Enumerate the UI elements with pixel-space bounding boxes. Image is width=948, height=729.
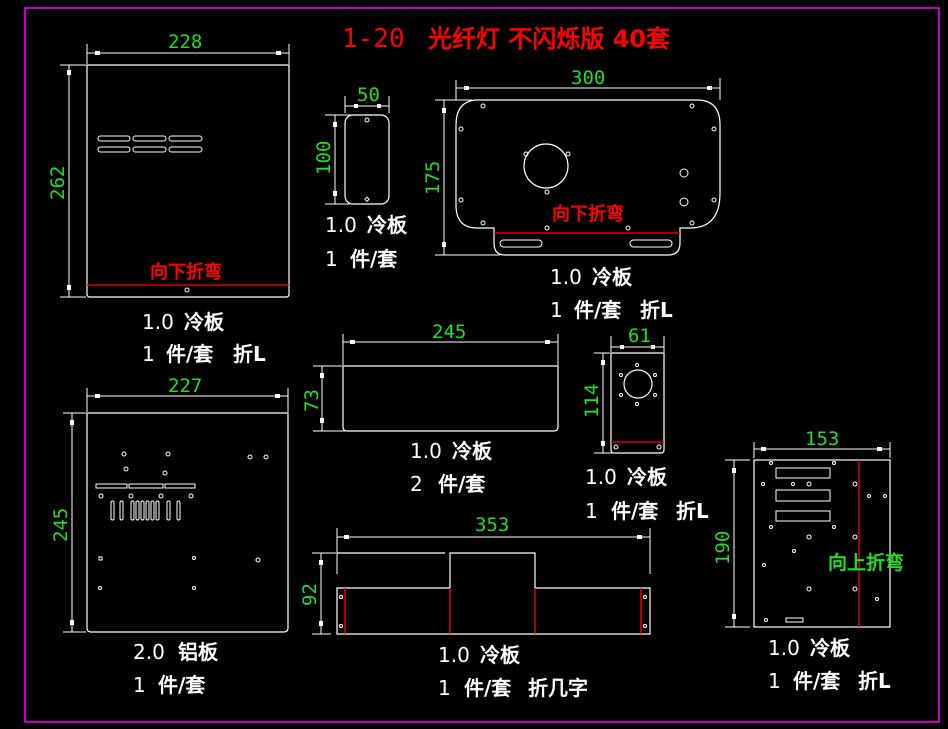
part-4-outline bbox=[86, 412, 289, 633]
part-1-bend-note: 向下折弯 bbox=[150, 261, 222, 283]
part-1-process: 折L bbox=[233, 342, 266, 366]
part-2-width-dim: 50 bbox=[357, 84, 380, 106]
part-1-qty: 1 bbox=[142, 342, 155, 366]
slot bbox=[775, 489, 831, 502]
part-2-unit: 件/套 bbox=[350, 247, 397, 271]
part-3-material: 冷板 bbox=[592, 265, 633, 289]
part-7-outline bbox=[336, 552, 651, 635]
part-1-material: 冷板 bbox=[184, 310, 225, 334]
part-4-qty: 1 bbox=[133, 673, 146, 697]
part-8: 153 190 向上折弯 1.0 冷板 1 件/套 折L bbox=[712, 428, 904, 693]
part-1-unit: 件/套 bbox=[166, 342, 213, 366]
part-3: 300 175 向下折弯 1.0 冷板 1 件/套 折L bbox=[422, 67, 721, 322]
part-6-process: 折L bbox=[676, 499, 709, 523]
part-4-height-dim: 245 bbox=[50, 508, 72, 542]
part-7-thickness: 1.0 bbox=[438, 643, 470, 667]
mount-hole bbox=[184, 287, 190, 293]
part-5: 245 73 1.0 冷板 2 件/套 bbox=[301, 321, 559, 496]
part-3-bend-note: 向下折弯 bbox=[552, 203, 624, 225]
part-4: 227 245 2.0 铝板 1 件/套 bbox=[50, 375, 289, 697]
part-8-width-dim: 153 bbox=[805, 428, 839, 450]
part-8-qty: 1 bbox=[768, 669, 781, 693]
part-1-thickness: 1.0 bbox=[142, 310, 174, 334]
center-hole bbox=[623, 369, 653, 399]
hole-pattern bbox=[98, 451, 269, 590]
part-6-material: 冷板 bbox=[627, 465, 668, 489]
part-5-qty: 2 bbox=[410, 472, 423, 496]
part-3-process: 折L bbox=[640, 298, 673, 322]
part-8-material: 冷板 bbox=[810, 636, 851, 660]
part-3-unit: 件/套 bbox=[574, 298, 621, 322]
slot bbox=[785, 617, 804, 623]
part-7: 353 92 1.0 冷板 1 件/套 折几字 bbox=[299, 514, 651, 700]
slot bbox=[775, 510, 831, 522]
part-6-outline bbox=[610, 352, 665, 454]
part-7-height-dim: 92 bbox=[299, 583, 321, 606]
part-5-width-dim: 245 bbox=[432, 321, 466, 343]
part-7-process: 折几字 bbox=[528, 676, 588, 700]
part-2-material: 冷板 bbox=[367, 213, 408, 237]
part-4-unit: 件/套 bbox=[158, 673, 205, 697]
part-8-unit: 件/套 bbox=[793, 669, 840, 693]
part-7-material: 冷板 bbox=[480, 643, 521, 667]
slot bbox=[775, 467, 831, 479]
part-8-bend-note: 向上折弯 bbox=[828, 551, 904, 574]
part-2-thickness: 1.0 bbox=[325, 213, 357, 237]
part-3-width-dim: 300 bbox=[571, 67, 605, 89]
part-5-outline bbox=[342, 365, 559, 432]
title-prefix: 1-20 bbox=[342, 24, 405, 54]
part-4-width-dim: 227 bbox=[168, 375, 202, 397]
part-1: 228 262 向下折弯 1.0 冷板 1 件/套 折L bbox=[47, 31, 290, 366]
part-5-height-dim: 73 bbox=[301, 389, 323, 412]
part-6-width-dim: 61 bbox=[628, 325, 651, 347]
part-3-qty: 1 bbox=[550, 298, 563, 322]
center-hole bbox=[523, 143, 569, 189]
part-7-width-dim: 353 bbox=[475, 514, 509, 536]
part-1-width-dim: 228 bbox=[168, 31, 202, 53]
part-6-qty: 1 bbox=[585, 499, 598, 523]
part-2-outline bbox=[344, 114, 390, 205]
part-1-height-dim: 262 bbox=[47, 166, 69, 200]
part-3-outline bbox=[455, 99, 721, 256]
part-6-thickness: 1.0 bbox=[585, 465, 617, 489]
slot bbox=[499, 239, 543, 248]
part-5-thickness: 1.0 bbox=[410, 439, 442, 463]
part-7-qty: 1 bbox=[438, 676, 451, 700]
part-7-unit: 件/套 bbox=[464, 676, 511, 700]
slot-comb bbox=[110, 500, 181, 521]
part-2: 50 100 1.0 冷板 1 件/套 bbox=[313, 84, 408, 271]
drawing-frame bbox=[24, 7, 940, 723]
part-4-thickness: 2.0 bbox=[133, 640, 165, 664]
part-8-outline bbox=[753, 459, 891, 628]
part-8-height-dim: 190 bbox=[712, 531, 734, 565]
part-5-material: 冷板 bbox=[452, 439, 493, 463]
part-6-unit: 件/套 bbox=[611, 499, 658, 523]
slot bbox=[629, 239, 673, 248]
part-3-height-dim: 175 bbox=[422, 161, 444, 195]
slot-group bbox=[97, 135, 203, 153]
part-2-height-dim: 100 bbox=[313, 141, 335, 175]
part-3-thickness: 1.0 bbox=[550, 265, 582, 289]
part-2-qty: 1 bbox=[325, 247, 338, 271]
part-5-unit: 件/套 bbox=[438, 472, 485, 496]
part-4-material: 铝板 bbox=[178, 640, 219, 664]
title-main: 光纤灯 不闪烁版 40套 bbox=[427, 25, 671, 53]
part-8-process: 折L bbox=[858, 669, 891, 693]
part-6-height-dim: 114 bbox=[581, 384, 603, 418]
part-1-outline bbox=[86, 64, 290, 298]
part-6: 61 114 1.0 冷板 1 件/套 折L bbox=[581, 325, 709, 523]
part-8-thickness: 1.0 bbox=[768, 636, 800, 660]
